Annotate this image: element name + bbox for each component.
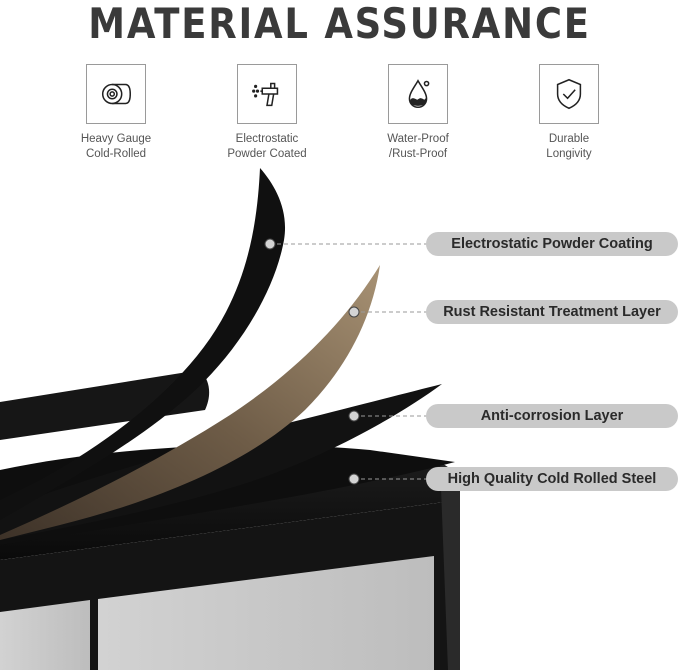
rust-resistant-sheet — [0, 265, 380, 540]
feature-item: Durable Longivity — [509, 64, 629, 162]
cold-rolled-steel-sheet — [0, 445, 455, 545]
feature-list: Heavy Gauge Cold-Rolled Electrostatic Po… — [0, 64, 679, 164]
feature-label: Durable Longivity — [546, 133, 592, 160]
page-title: MATERIAL ASSURANCE — [88, 0, 591, 48]
layer-label-powder-coating: Electrostatic Powder Coating — [426, 232, 678, 256]
shield-check-icon — [539, 64, 599, 124]
feature-item: Water-Proof /Rust-Proof — [358, 64, 478, 162]
layer-label-cold-rolled-steel: High Quality Cold Rolled Steel — [426, 467, 678, 491]
cabinet-door-left — [0, 600, 90, 670]
layer-label-rust-resistant: Rust Resistant Treatment Layer — [426, 300, 678, 324]
feature-label: Heavy Gauge Cold-Rolled — [80, 133, 152, 160]
cabinet-door-right — [98, 556, 434, 670]
water-drop-icon — [388, 64, 448, 124]
powder-coating-sheet — [0, 168, 286, 520]
steel-roll-icon — [86, 64, 146, 124]
backing-board — [0, 370, 210, 440]
leader-dots — [264, 238, 360, 485]
layer-label-anti-corrosion: Anti-corrosion Layer — [426, 404, 678, 428]
cabinet-side — [440, 462, 460, 670]
spray-gun-icon — [237, 64, 297, 124]
feature-label: Water-Proof /Rust-Proof — [387, 133, 449, 160]
leader-lines — [270, 243, 428, 480]
feature-label: Electrostatic Powder Coated — [227, 133, 307, 160]
feature-item: Heavy Gauge Cold-Rolled — [56, 64, 176, 162]
feature-item: Electrostatic Powder Coated — [207, 64, 327, 162]
